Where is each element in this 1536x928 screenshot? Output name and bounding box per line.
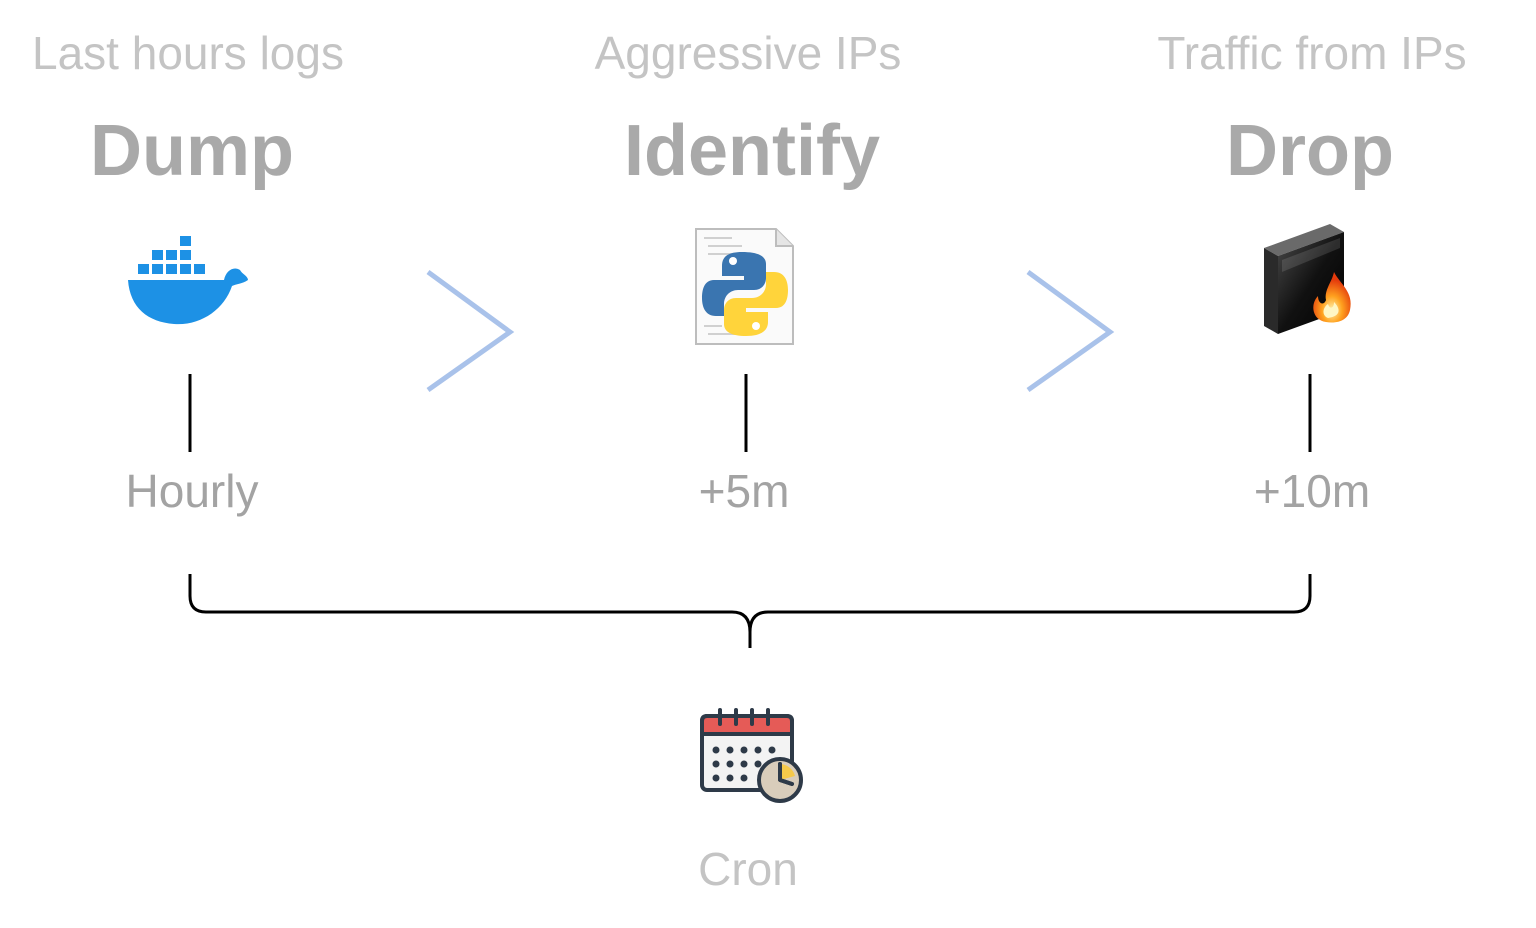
step-dump-subtitle: Last hours logs (32, 27, 344, 79)
calendar-clock-icon (700, 708, 803, 803)
python-script-icon (695, 228, 794, 345)
step-identify-subtitle: Aggressive IPs (594, 27, 902, 79)
cron-label: Cron (698, 843, 798, 895)
cron-grouping-brace (188, 574, 1312, 648)
flow-arrow-identify-to-drop (1026, 269, 1115, 393)
flow-arrow-dump-to-identify (426, 269, 515, 393)
step-drop-subtitle: Traffic from IPs (1157, 27, 1467, 79)
firewall-icon (1264, 224, 1351, 334)
step-dump-timing: Hourly (125, 465, 259, 517)
docker-whale-icon (128, 236, 248, 325)
step-drop-timing: +10m (1253, 465, 1371, 517)
step-drop-title: Drop (1226, 111, 1394, 191)
step-identify-timing: +5m (698, 465, 790, 517)
step-dump-title: Dump (90, 111, 294, 191)
step-identify-title: Identify (623, 111, 881, 191)
